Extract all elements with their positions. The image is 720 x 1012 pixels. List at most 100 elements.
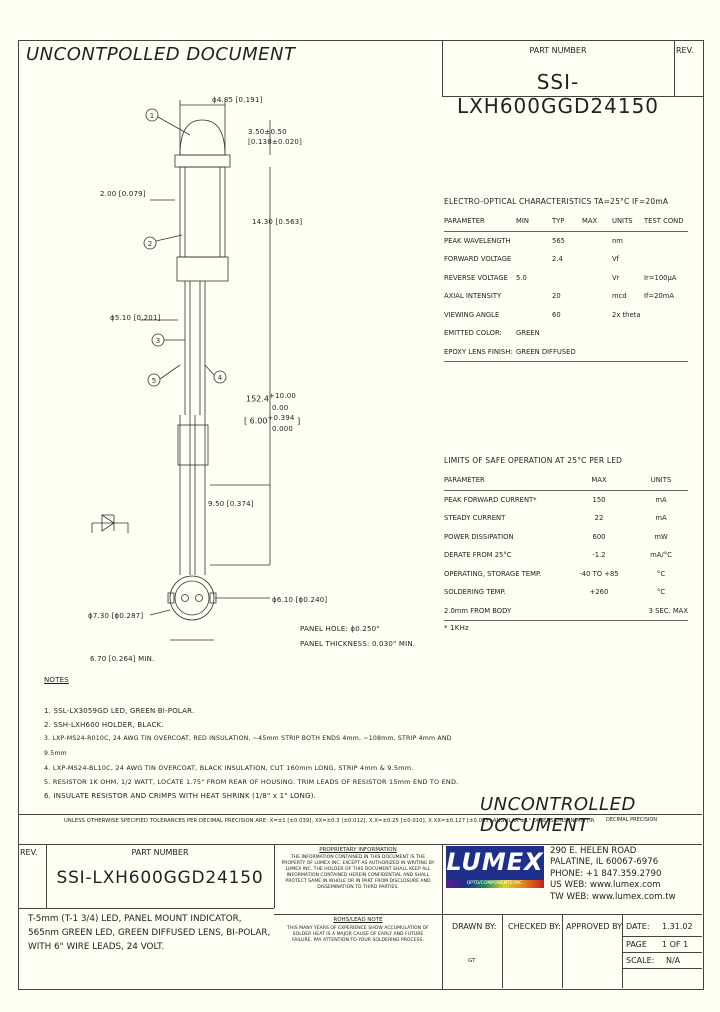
callout-4-text: 4 (218, 374, 223, 382)
note-item: 4. LXP-MS24-BL10C, 24 AWG TIN OVERCOAT, … (44, 763, 414, 772)
note-item: 6. INSULATE RESISTOR AND CRIMPS WITH HEA… (44, 792, 317, 801)
callout-5-text: 5 (152, 377, 156, 385)
notes-list: 1. SSL-LX3059GD LED, GREEN BI-POLAR. 2. … (44, 704, 464, 803)
description: T-5mm (T-1 3/4) LED, PANEL MOUNT INDICAT… (28, 914, 271, 952)
led-front-view (167, 575, 217, 621)
notes-title: NOTES (44, 676, 69, 684)
grid-line (622, 952, 702, 953)
dim-350b: [0.138±0.020] (248, 138, 303, 146)
dim-600-lower: 0.000 (272, 425, 294, 433)
header-part-box (442, 40, 675, 97)
page-value: 1 OF 1 (662, 940, 689, 949)
callout-4 (213, 370, 227, 384)
scale-value: N/A (666, 956, 681, 965)
callout-1 (145, 108, 159, 122)
tolerance-note: UNLESS OTHERWISE SPECIFIED TOLERANCES PE… (64, 818, 594, 824)
eo-header-row: PARAMETER MIN TYP MAX UNITS TEST COND (444, 212, 688, 231)
footer-rev-box (18, 844, 47, 908)
dim-670: 6.70 [0.264] MIN. (90, 655, 155, 663)
eo-h-units: UNITS (612, 217, 633, 226)
note-item: 3. LXP-MS24-R010C, 24 AWG TIN OVERCOAT, … (44, 735, 452, 757)
logo-sub: OPTO/COMPONENTS INC. (466, 881, 524, 886)
eo-title: ELECTRO-OPTICAL CHARACTERISTICS TA=25°C … (444, 197, 669, 206)
limits-footnote: * 1KHz (444, 624, 469, 632)
note-item: 1. SSL-LX3059GD LED, GREEN BI-POLAR. (44, 707, 195, 715)
dim-610: ϕ6.10 [ϕ0.240] (272, 596, 328, 604)
limits-title: LIMITS OF SAFE OPERATION AT 25°C PER LED (444, 456, 623, 465)
led-dome (179, 119, 226, 156)
logo-text: LUMEX (446, 848, 544, 876)
note-item: 2. SSH-LXH600 HOLDER, BLACK. (44, 721, 164, 730)
dim-510: ϕ5.10 [0.201] (110, 314, 161, 322)
footer-part-box (46, 844, 275, 908)
checked-by-label: CHECKED BY: (508, 922, 561, 931)
led-flange (174, 154, 231, 168)
uncontrolled-title-top: UNCONTPOLLED DOCUMENT (26, 44, 296, 65)
eo-h-typ: TYP (552, 217, 565, 226)
callout-3-text: 3 (156, 337, 160, 345)
mechanical-drawing: 1 2 3 4 5 (91, 100, 271, 641)
dim-1524-lower: 0.00 (272, 404, 289, 412)
footer-divider-top (18, 814, 702, 815)
dim-600: [ 6.00+0.394 ] (244, 414, 301, 426)
limits-row: SOLDERING TEMP.+260°C (444, 588, 666, 597)
proprietary-text: THE INFORMATION CONTAINED IN THIS DOCUME… (281, 855, 435, 891)
approved-by-label: APPROVED BY: (566, 922, 624, 931)
dim-730: ϕ7.30 [ϕ0.287] (88, 612, 144, 620)
holder-base (176, 256, 229, 282)
eo-h-min: MIN (516, 217, 529, 226)
part-number: SSI-LXH600GGD24150 (456, 70, 660, 118)
dim-350: 3.50±0.50 (248, 128, 287, 136)
logo-spectrum (446, 880, 544, 888)
grid-line (502, 914, 503, 988)
callout-2-text: 2 (148, 240, 152, 248)
part-number-label: PART NUMBER (529, 46, 587, 55)
scale-label: SCALE: (626, 956, 655, 965)
heat-shrink (177, 424, 209, 466)
page-label: PAGE (626, 940, 647, 949)
callout-5 (147, 373, 161, 387)
limits-h-param: PARAMETER (444, 476, 485, 485)
footer-divider-2 (18, 844, 702, 845)
limits-table: PARAMETER MAX UNITS PEAK FORWARD CURRENT… (444, 471, 688, 621)
proprietary-title: PROPRIETARY INFORMATION (319, 847, 397, 853)
header-rev-box (674, 40, 703, 97)
footer-divider-3 (18, 908, 274, 909)
dim-1430: 14.30 [0.563] (252, 218, 303, 226)
dim-diameter: ϕ4.85 [0.191] (212, 96, 263, 104)
footer-divider-4 (442, 914, 702, 915)
drawing-frame (18, 40, 704, 990)
dim-1524: 152.4+10.00 (246, 392, 297, 404)
eo-row: EMITTED COLOR:GREEN (444, 329, 540, 338)
address-block: 290 E. HELEN ROAD PALATINE, IL 60067-697… (550, 846, 676, 902)
eo-table: PARAMETER MIN TYP MAX UNITS TEST COND PE… (444, 212, 688, 362)
rev-label: REV. (676, 46, 694, 55)
rohs-text: THIS MANY YEARS OF EXPERIENCE SHOW ACCUM… (287, 926, 429, 944)
dim-200: 2.00 [0.079] (100, 190, 146, 198)
footer-part-number: SSI-LXH600GGD24150 (56, 868, 264, 888)
drawn-by-label: DRAWN BY: (452, 922, 497, 931)
date-label: DATE: (626, 922, 650, 931)
note-item: 5. RESISTOR 1K OHM, 1/2 WATT, LOCATE 1.7… (44, 778, 459, 787)
grid-line (622, 914, 623, 988)
grid-line (562, 914, 563, 988)
panel-thickness: PANEL THICKNESS: 0.030" MIN. (300, 640, 416, 648)
date-value: 1.31.02 (662, 922, 693, 931)
lumex-logo: LUMEX OPTO/COMPONENTS INC. (446, 846, 544, 890)
decimal-precision: DECIMAL PRECISION (606, 817, 658, 823)
holder-body (179, 166, 226, 258)
limits-row: OPERATING, STORAGE TEMP.-40 TO +85°C (444, 569, 666, 578)
limits-h-units: UNITS (650, 476, 672, 485)
rohs-title: ROHS/LEAD NOTE (333, 917, 383, 923)
footer-part-label: PART NUMBER (131, 848, 189, 857)
eo-h-max: MAX (582, 217, 598, 226)
